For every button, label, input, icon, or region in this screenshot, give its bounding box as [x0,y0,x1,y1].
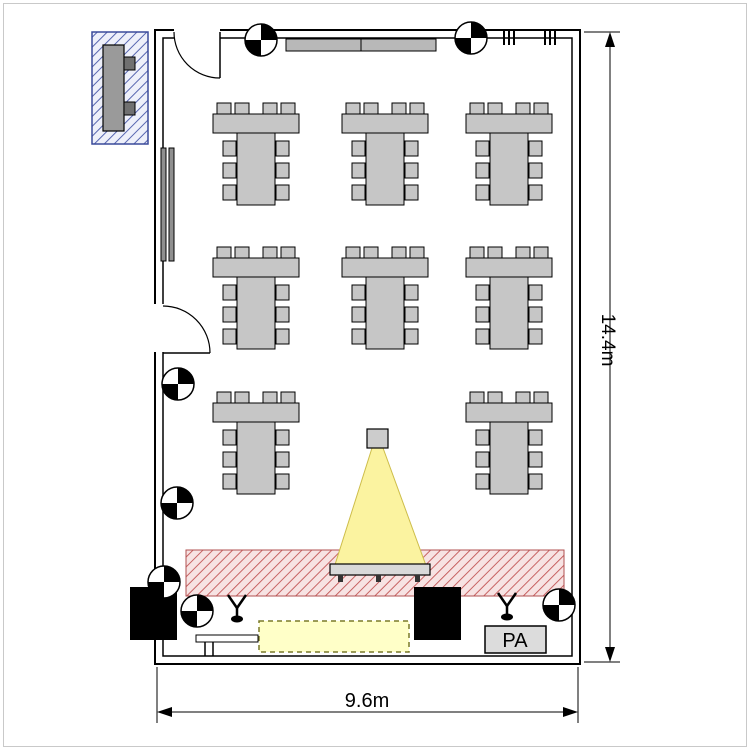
light-fixture-icon [454,21,488,55]
av-cabinet [91,31,149,145]
screenshot-border [3,3,747,747]
table-group [465,246,553,350]
whiteboard [285,38,437,52]
table-group [465,102,553,206]
table-group [465,391,553,495]
dimension-height: 14.4m [584,31,620,663]
speaker-right [414,587,461,640]
door-swing-arc [173,31,221,79]
arrow-down-icon [605,647,615,662]
side-bench [195,634,259,656]
table-group [341,102,429,206]
arrow-left-icon [157,707,172,717]
light-fixture-icon [147,565,181,599]
table-group [212,246,300,350]
wall-boards-left [160,147,175,262]
door-left [151,304,211,354]
light-fixture-icon [244,23,278,57]
wall-vent-marks [503,29,556,45]
table-group [212,391,300,495]
light-fixture-icon [180,594,214,628]
head-table [329,563,431,582]
height-dimension-label: 14.4m [597,314,618,367]
light-fixture-icon [160,486,194,520]
door-swing-arc [162,305,211,354]
arrow-right-icon [563,707,578,717]
light-fixture-icon [542,588,576,622]
pa-box: PA [484,625,547,654]
pa-label: PA [502,630,528,652]
door-top [173,27,221,79]
width-dimension-label: 9.6m [345,690,389,712]
dimension-width: 9.6m [156,667,579,723]
table-group [341,246,429,350]
table-group [212,102,300,206]
arrow-up-icon [605,32,615,47]
projector [366,428,389,449]
projection-screen [258,620,410,653]
light-fixture-icon [161,367,195,401]
